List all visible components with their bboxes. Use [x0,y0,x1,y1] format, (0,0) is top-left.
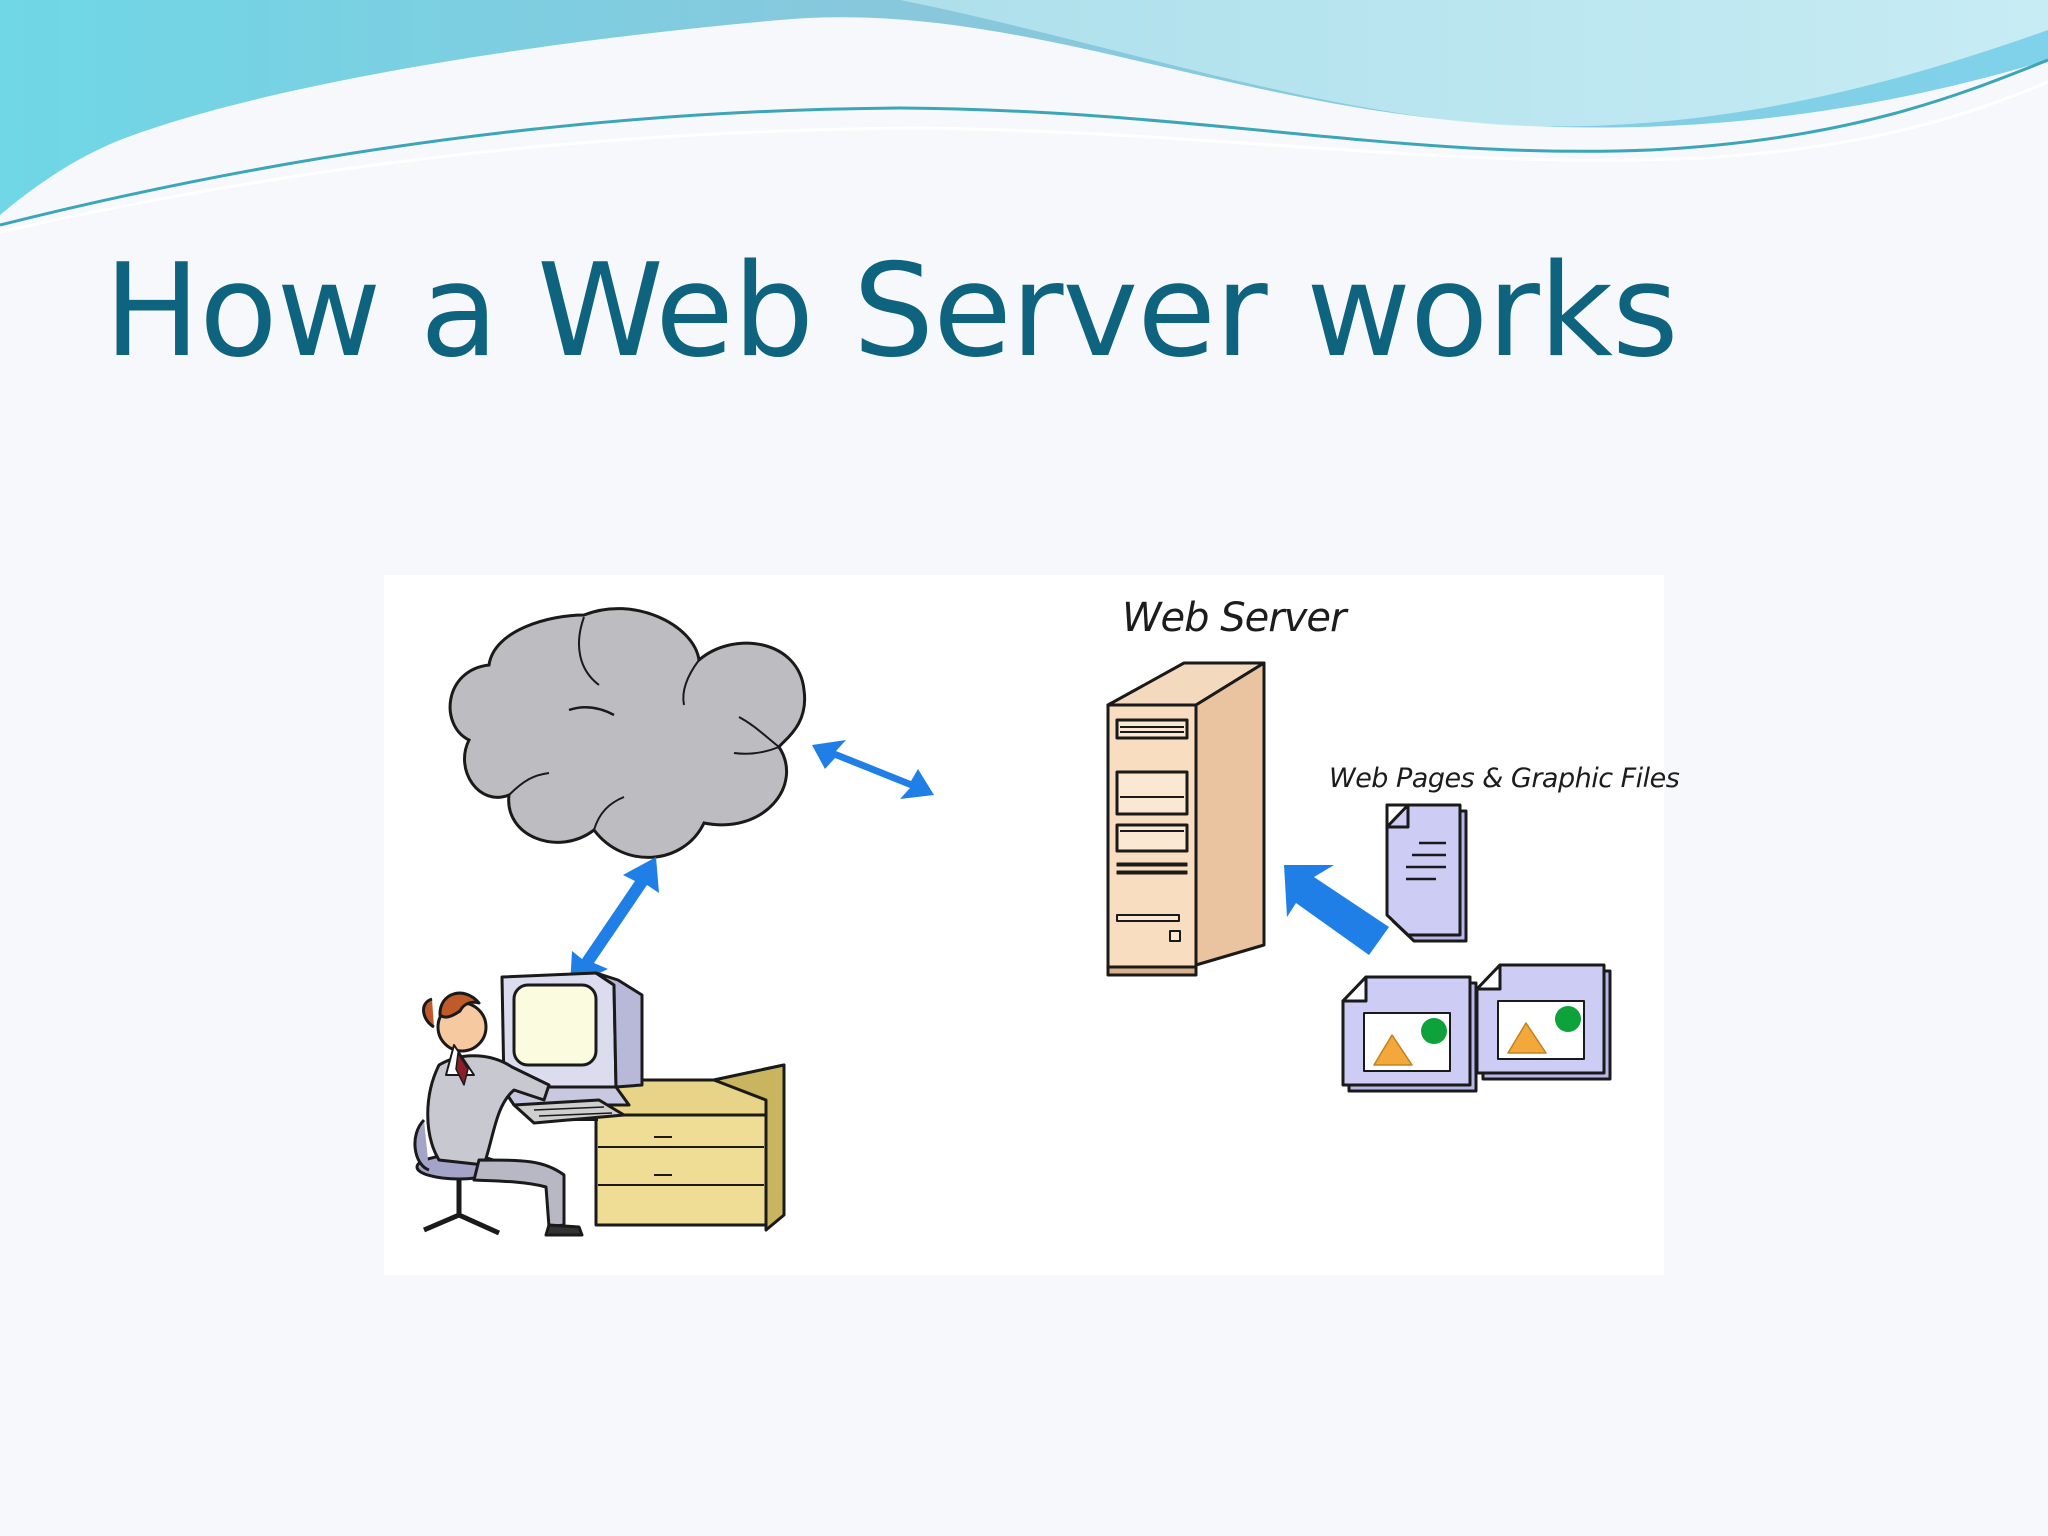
user-at-computer-icon [413,971,786,1237]
graphic-file-icon [1341,975,1478,1093]
bidirectional-arrow-icon [812,740,934,799]
web-page-document-icon [1385,803,1468,943]
header-wave-decoration [0,0,2048,234]
bidirectional-arrow-icon [570,857,659,987]
web-server-tower-icon [1106,661,1266,977]
arrow-icon [1284,865,1389,955]
diagram-artwork [413,607,1612,1237]
slide-title: How a Web Server works [104,237,1679,386]
internet-cloud-icon [448,607,807,859]
web-server-label: Web Server [1122,595,1346,641]
web-server-diagram: Web Server Web Pages & Graphic Files [384,575,1680,1275]
web-pages-graphic-files-label: Web Pages & Graphic Files [1329,763,1680,794]
graphic-file-icon [1475,963,1612,1081]
